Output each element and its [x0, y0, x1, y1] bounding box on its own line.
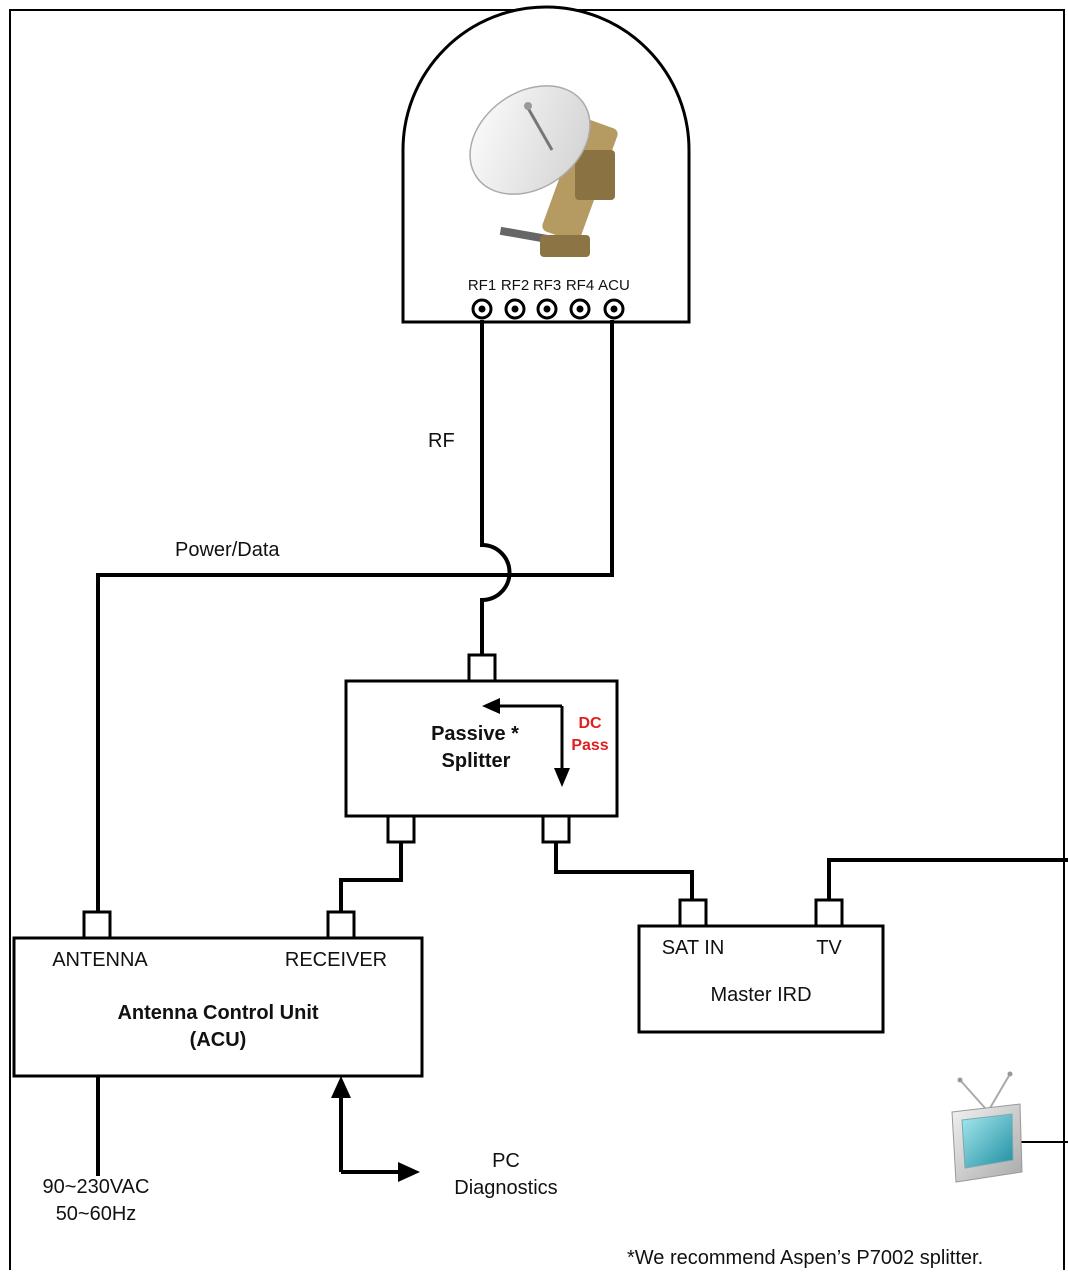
- port-rf4-connector: [569, 298, 591, 320]
- footnote: *We recommend Aspen’s P7002 splitter.: [627, 1247, 983, 1269]
- master-ird: SAT IN TV Master IRD: [637, 898, 885, 1034]
- port-rf3-label: RF3: [533, 277, 561, 294]
- antenna-control-unit: ANTENNA RECEIVER Antenna Control Unit (A…: [12, 910, 424, 1078]
- port-acu-label: ACU: [598, 277, 630, 294]
- pc-diagnostics-arrow: [331, 1076, 420, 1182]
- rf-cable: [480, 320, 512, 655]
- port-acu-connector: [603, 298, 625, 320]
- port-rf4-label: RF4: [566, 277, 594, 294]
- port-rf2-label: RF2: [501, 277, 529, 294]
- antenna-dish-image: [469, 85, 618, 257]
- pc-label-line2: Diagnostics: [454, 1177, 557, 1199]
- splitter-to-receiver-cable: [339, 842, 403, 912]
- ird-tv-label: TV: [816, 937, 842, 959]
- acu-title-line1: Antenna Control Unit: [117, 1002, 318, 1024]
- antenna-radome: RF1 RF2 RF3 RF4 ACU: [401, 5, 691, 324]
- port-rf2-connector: [504, 298, 526, 320]
- pc-label-line1: PC: [492, 1150, 520, 1172]
- splitter-output-port-2: [541, 814, 571, 844]
- splitter-title-line2: Splitter: [442, 750, 511, 772]
- splitter-to-ird-cable: [554, 842, 694, 900]
- ird-sat-in-label: SAT IN: [662, 937, 725, 959]
- splitter-output-port-1: [386, 814, 416, 844]
- dc-pass-label-line1: DC: [578, 715, 602, 732]
- ird-tv-port: [814, 898, 844, 928]
- port-rf3-connector: [536, 298, 558, 320]
- port-rf1-connector: [471, 298, 493, 320]
- ird-tv-cable: [827, 858, 1068, 900]
- dc-pass-arrow: [482, 698, 570, 787]
- ird-title: Master IRD: [710, 984, 811, 1006]
- passive-splitter: Passive * Splitter DC Pass: [344, 653, 619, 844]
- splitter-title-line1: Passive *: [431, 723, 519, 745]
- power-input-label-line1: 90~230VAC: [43, 1176, 150, 1198]
- acu-antenna-port-label: ANTENNA: [52, 949, 148, 971]
- power-data-cable: [96, 320, 614, 912]
- splitter-input-port: [467, 653, 497, 683]
- acu-title-line2: (ACU): [190, 1029, 247, 1051]
- rf-cable-label: RF: [428, 430, 455, 452]
- acu-receiver-port-label: RECEIVER: [285, 949, 387, 971]
- acu-antenna-port: [82, 910, 112, 940]
- power-input-label-line2: 50~60Hz: [56, 1203, 137, 1225]
- dc-pass-label-line2: Pass: [571, 737, 608, 754]
- acu-receiver-port: [326, 910, 356, 940]
- power-data-cable-label: Power/Data: [175, 539, 280, 561]
- port-rf1-label: RF1: [468, 277, 496, 294]
- television-icon: [951, 1071, 1023, 1183]
- ird-sat-in-port: [678, 898, 708, 928]
